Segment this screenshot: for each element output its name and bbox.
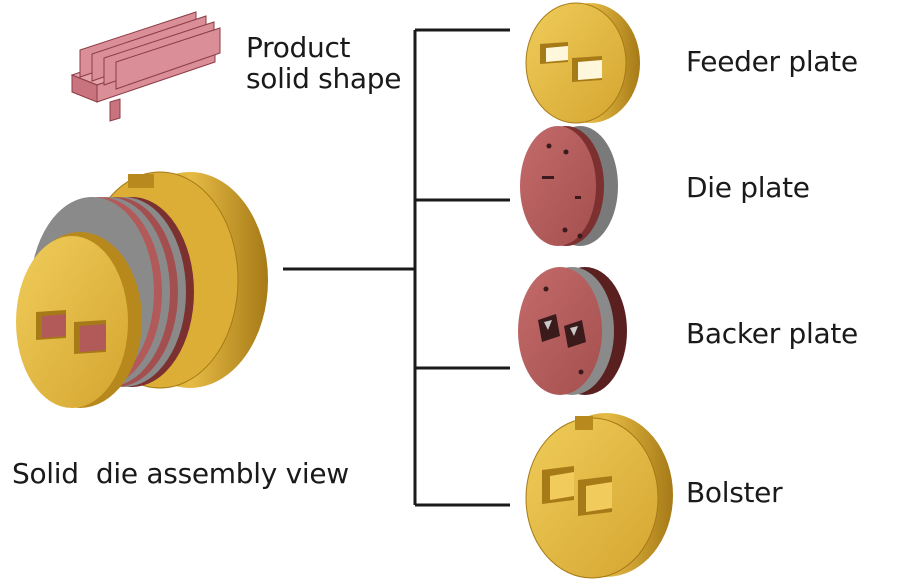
product-label-line1: Product — [246, 31, 351, 64]
assembly-label: Solid die assembly view — [12, 457, 349, 490]
bolster-icon — [525, 413, 673, 579]
feeder-plate-icon — [525, 2, 640, 124]
feeder-plate-label: Feeder plate — [686, 45, 858, 78]
product-label: Product solid shape — [246, 32, 401, 94]
bolster-label: Bolster — [686, 476, 783, 509]
heatsink-product-icon — [70, 11, 221, 122]
die-plate-icon — [520, 126, 618, 246]
backer-plate-label: Backer plate — [686, 317, 858, 350]
die-plate-label: Die plate — [686, 171, 810, 204]
product-label-line2: solid shape — [246, 62, 402, 95]
backer-plate-icon — [518, 267, 627, 395]
die-assembly-icon — [16, 171, 268, 408]
connector-lines — [283, 28, 510, 507]
